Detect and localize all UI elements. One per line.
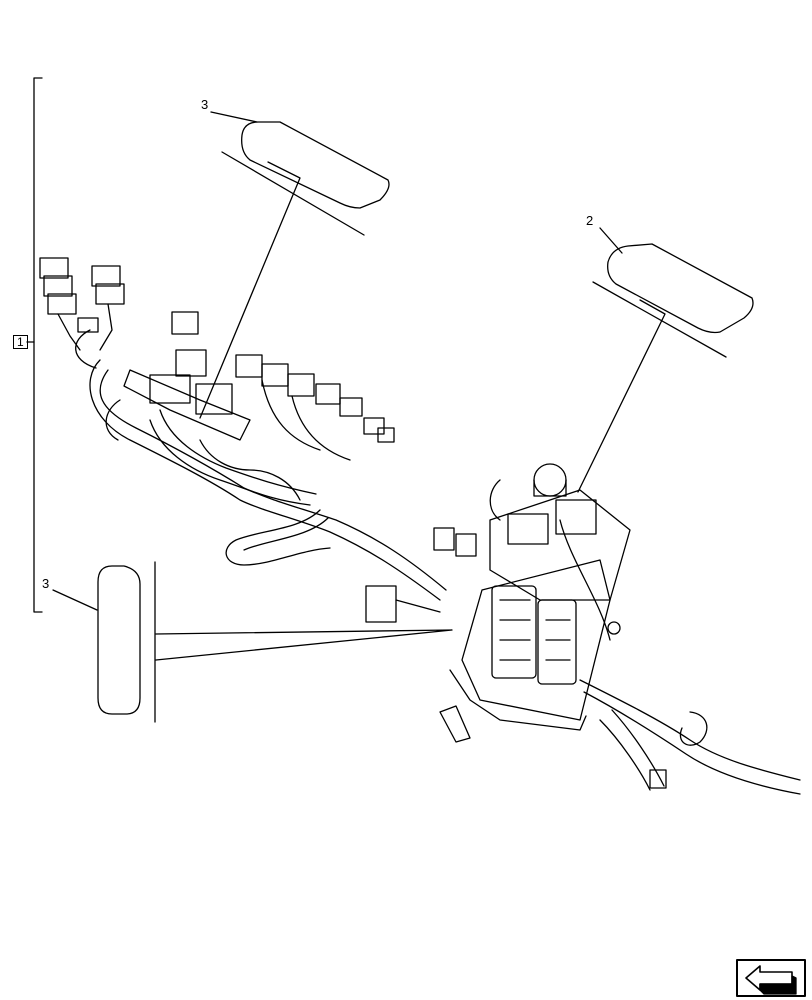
assembly-callout: 1 — [13, 335, 28, 349]
label-right-callout: 2 — [586, 213, 594, 228]
label-top-callout: 3 — [201, 97, 209, 112]
label-left-callout: 3 — [42, 576, 50, 591]
harness-wires — [75, 329, 801, 795]
label-decal-top — [199, 111, 390, 419]
control-module-right — [365, 463, 667, 789]
next-page-arrow-icon[interactable] — [736, 959, 806, 997]
label-decal-right — [577, 227, 754, 493]
assembly-bracket — [26, 77, 43, 613]
connector-cluster-left — [39, 257, 395, 461]
label-decal-left — [52, 561, 453, 723]
